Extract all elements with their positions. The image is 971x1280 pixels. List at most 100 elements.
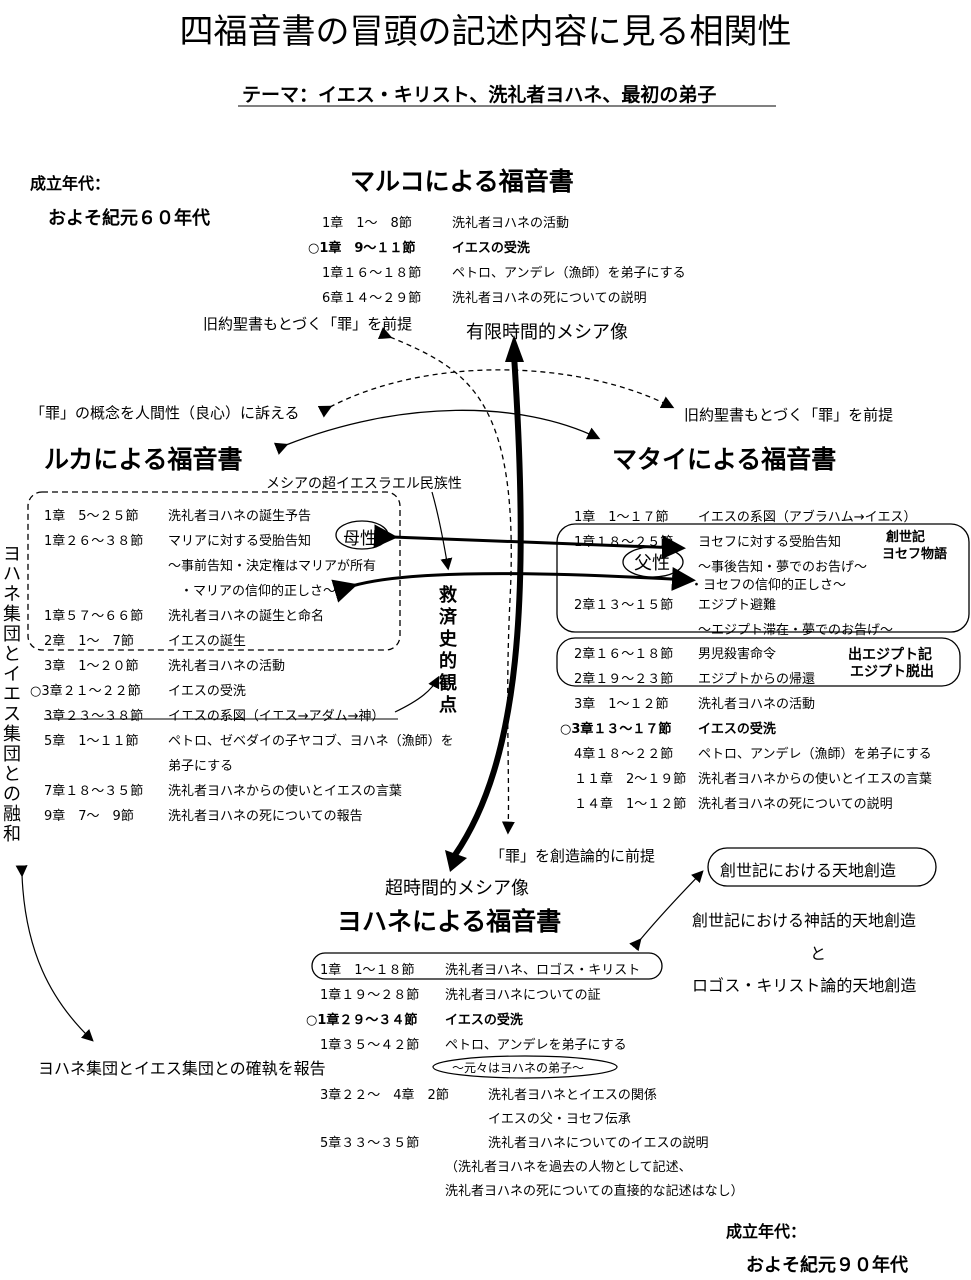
row-reference: 6章１４～２９節 <box>322 291 422 306</box>
row-reference: 1章３５～４２節 <box>320 1038 420 1053</box>
row-text: 洗礼者ヨハネの誕生予告 <box>168 509 312 524</box>
arrow-johannine-left <box>15 865 94 1042</box>
row-text: エジプト避難 <box>698 598 777 613</box>
motherhood-label: 母性 <box>343 529 377 549</box>
row-text: 洗礼者ヨハネの誕生と命名 <box>168 609 325 624</box>
matthew-box2-label: 出エジプト記エジプト脱出 <box>848 647 934 681</box>
row-reference: 2章１３～１５節 <box>574 598 674 613</box>
row-reference: 1章 5～２５節 <box>44 509 139 524</box>
row-reference: ○1章２９～３４節 <box>306 1013 418 1028</box>
row-text: 洗礼者ヨハネの死についての直接的な記述はなし） <box>445 1184 744 1199</box>
row-reference: 3章２２～ 4章 2節 <box>320 1088 449 1103</box>
arrow-mother-father-bottom <box>331 567 696 603</box>
arrow-genealogy <box>394 675 440 713</box>
row-text: 洗礼者ヨハネについての証 <box>445 988 601 1003</box>
note-timeless-messiah: 超時間的メシア像 <box>385 878 529 899</box>
row-text: 洗礼者ヨハネの活動 <box>698 697 816 712</box>
row-text: イエスの受洗 <box>445 1013 523 1028</box>
creation-line3: ロゴス・キリスト論的天地創造 <box>692 976 917 995</box>
row-reference: 4章１８～２２節 <box>574 747 674 762</box>
row-reference: １４章 1～１２節 <box>574 797 687 812</box>
theme-label: テーマ：イエス・キリスト、洗礼者ヨハネ、最初の弟子 <box>242 84 717 106</box>
salvation-vertical: 救済史的観点 <box>439 585 457 716</box>
page-title: 四福音書の冒頭の記述内容に見る相関性 <box>179 12 792 52</box>
row-reference: 2章 1～ 7節 <box>44 634 134 649</box>
row-reference: 3章 1～２０節 <box>44 659 139 674</box>
john-paren-note: ～元々はヨハネの弟子～ <box>452 1061 585 1075</box>
row-reference: 1章１８～２５節 <box>574 535 674 550</box>
matthew-gospel-title: マタイによる福音書 <box>612 445 837 474</box>
box2-line1: 出エジプト記 <box>848 647 932 663</box>
john-date-label: 成立年代： <box>726 1222 807 1241</box>
row-text: ペトロ、アンデレ（漁師）を弟子にする <box>698 747 932 762</box>
row-reference: 1章１９～２８節 <box>320 988 420 1003</box>
row-text: ～事後告知・夢でのお告げ～ <box>698 560 868 575</box>
matthew-box-2 <box>556 637 961 687</box>
row-reference: 1章 1～１７節 <box>574 510 669 525</box>
row-text: ペトロ、アンデレを弟子にする <box>445 1038 627 1053</box>
creation-line1: 創世記における神話的天地創造 <box>692 911 917 930</box>
row-text: マリアに対する受胎告知 <box>168 534 312 549</box>
arrow-super-israel <box>431 491 453 571</box>
john-box-1 <box>311 952 663 980</box>
row-reference: 1章５７～６６節 <box>44 609 144 624</box>
row-text: イエスの受洗 <box>452 241 530 256</box>
note-luke-sin: 「罪」の概念を人間性（良心）に訴える <box>30 404 300 422</box>
row-reference: 5章 1～１１節 <box>44 734 139 749</box>
row-reference: 1章 1～ 8節 <box>322 216 412 231</box>
row-reference: ○3章１３～１７節 <box>560 722 672 737</box>
row-reference: ○1章 9～１１節 <box>308 241 416 256</box>
row-text: 洗礼者ヨハネの死についての説明 <box>452 291 647 306</box>
note-old-testament-right: 旧約聖書もとづく「罪」を前提 <box>684 406 894 424</box>
creation-line2: と <box>810 944 827 963</box>
fatherhood-label: 父性 <box>634 553 670 574</box>
row-text: ペトロ、ゼベダイの子ヤコブ、ヨハネ（漁師）を <box>168 734 454 749</box>
dashed-arrow-luke-matthew <box>317 369 675 418</box>
row-text: ・ヨセフの信仰的正しさ～ <box>690 578 847 593</box>
matthew-box-1 <box>556 523 970 633</box>
row-reference: 2章１６～１８節 <box>574 647 674 662</box>
row-text: 洗礼者ヨハネの死についての報告 <box>168 809 363 824</box>
row-reference: 1章 1～１８節 <box>320 963 415 978</box>
mark-date-value: およそ紀元６０年代 <box>48 208 210 229</box>
john-gospel-title: ヨハネによる福音書 <box>337 907 562 936</box>
row-reference: 9章 7～ 9節 <box>44 809 134 824</box>
john-date-value: およそ紀元９０年代 <box>746 1255 908 1276</box>
box1-line1: 創世記 <box>886 530 926 545</box>
row-reference: 1章１６～１８節 <box>322 266 422 281</box>
row-text: 洗礼者ヨハネについてのイエスの説明 <box>488 1136 709 1151</box>
matthew-box1-label: 創世記ヨセフ物語 <box>882 529 947 563</box>
arrow-mother-father-top <box>373 524 686 560</box>
note-finite-messiah: 有限時間的メシア像 <box>466 322 628 343</box>
genesis-box <box>707 847 937 887</box>
row-text: ヨセフに対する受胎告知 <box>698 535 842 550</box>
row-text: イエスの受洗 <box>698 722 776 737</box>
luke-gospel-title: ルカによる福音書 <box>44 445 243 474</box>
row-text: 洗礼者ヨハネからの使いとイエスの言葉 <box>168 784 402 799</box>
row-reference: 7章１８～３５節 <box>44 784 144 799</box>
row-text: 洗礼者ヨハネからの使いとイエスの言葉 <box>698 772 932 787</box>
row-reference: ○3章２１～２２節 <box>30 684 141 699</box>
row-text: 洗礼者ヨハネ、ロゴス・キリスト <box>445 963 641 978</box>
row-text: イエスの受洗 <box>168 684 246 699</box>
box1-line2: ヨセフ物語 <box>882 547 948 562</box>
box2-line2: エジプト脱出 <box>850 664 934 680</box>
row-text: エジプトからの帰還 <box>698 672 816 687</box>
mark-gospel-title: マルコによる福音書 <box>350 167 574 196</box>
row-text: イエスの系図（イエス→アダム→神） <box>168 709 385 724</box>
johannine-vertical: ヨハネ集団とイエス集団との融和 <box>3 544 21 845</box>
row-text: イエスの誕生 <box>168 634 246 649</box>
row-text: ペトロ、アンデレ（漁師）を弟子にする <box>452 266 686 281</box>
row-reference: 1章２６～３８節 <box>44 534 144 549</box>
row-text: イエスの父・ヨセフ伝承 <box>488 1112 631 1127</box>
row-reference: 2章１９～２３節 <box>574 672 674 687</box>
row-text: 弟子にする <box>168 759 234 774</box>
row-text: 男児殺害命令 <box>698 647 777 662</box>
row-text: ～事前告知・決定権はマリアが所有 <box>168 559 377 574</box>
note-super-israel: メシアの超イエスラエル民族性 <box>266 476 462 492</box>
row-text: ～エジプト滞在・夢でのお告げ～ <box>698 623 894 638</box>
mark-date-label: 成立年代： <box>30 174 111 193</box>
row-text: （洗礼者ヨハネを過去の人物として記述、 <box>445 1160 692 1175</box>
row-reference: 3章２３～３８節 <box>44 709 144 724</box>
